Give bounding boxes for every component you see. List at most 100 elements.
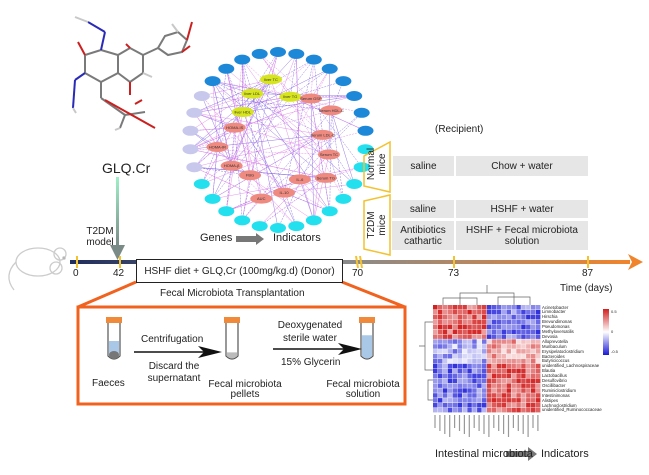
heatmap-cell bbox=[535, 329, 541, 334]
heatmap-cell bbox=[511, 305, 516, 310]
heatmap-cell bbox=[482, 329, 487, 334]
heatmap-cell bbox=[506, 393, 511, 398]
heatmap-cell bbox=[452, 368, 458, 374]
heatmap-cell bbox=[447, 309, 453, 315]
indicator-node-label: HOMA-IR bbox=[209, 144, 226, 149]
heatmap-cell bbox=[501, 363, 507, 369]
network-edge bbox=[231, 59, 314, 166]
heatmap-row-label: Muribaculum bbox=[542, 343, 567, 349]
heatmap-cell bbox=[501, 354, 507, 359]
heatmap-cell bbox=[482, 393, 487, 398]
indicator-node bbox=[273, 187, 296, 198]
gene-node bbox=[288, 48, 305, 59]
heatmap-cell bbox=[506, 403, 511, 408]
fmt-process-frame bbox=[76, 280, 407, 406]
heatmap-cell bbox=[516, 349, 521, 354]
heatmap-cell bbox=[521, 339, 526, 344]
indicator-node bbox=[260, 74, 283, 85]
network-edge bbox=[249, 175, 297, 227]
heatmap-cell bbox=[531, 373, 536, 379]
heatmap-cell bbox=[531, 314, 536, 320]
heatmap-cell bbox=[457, 388, 462, 393]
heatmap-cell bbox=[506, 354, 511, 359]
heatmap-cell bbox=[447, 373, 453, 379]
heatmap-cell bbox=[501, 358, 507, 364]
network-edge bbox=[212, 80, 243, 113]
heatmap-cell bbox=[482, 398, 487, 403]
heatmap-cell bbox=[501, 388, 507, 393]
heatmap-cell bbox=[467, 339, 472, 344]
indicator-node-label: IL-10 bbox=[279, 190, 289, 195]
normal-mice-bracket bbox=[363, 140, 391, 193]
heatmap-row-label: Pseudomonas bbox=[542, 324, 570, 330]
gene-node bbox=[193, 91, 210, 101]
heatmap-cell bbox=[501, 349, 507, 354]
heatmap-cell bbox=[437, 324, 443, 330]
heatmap-cell bbox=[501, 334, 507, 339]
heatmap-cell bbox=[526, 407, 531, 413]
indicator-node-label: Serum LDL-C bbox=[310, 132, 335, 137]
heatmap-cell bbox=[486, 305, 492, 310]
discard-supernatant-label: Discard the supernatant bbox=[147, 361, 201, 384]
network-edge bbox=[252, 93, 355, 185]
genes-caption: Genes bbox=[200, 232, 233, 244]
heatmap-cell bbox=[496, 368, 502, 374]
heatmap-cell bbox=[433, 383, 438, 388]
indicator-node-label: FBG bbox=[246, 173, 254, 178]
indicator-node-label: HOMA-IS bbox=[226, 125, 243, 130]
timeline-ticks bbox=[76, 255, 589, 269]
heatmap-cell bbox=[511, 373, 516, 379]
heatmap-cell bbox=[486, 383, 492, 388]
heatmap-row-label: Lactobacillus bbox=[542, 373, 567, 379]
indicator-node bbox=[220, 160, 243, 171]
heatmap-cell bbox=[462, 329, 467, 334]
network-edge bbox=[241, 59, 253, 94]
heatmap-cell bbox=[535, 393, 541, 398]
heatmap-cell bbox=[496, 354, 502, 359]
network-edge bbox=[242, 68, 330, 113]
indicator-node bbox=[250, 193, 273, 204]
heatmap-cell bbox=[442, 354, 448, 359]
heatmap-cell bbox=[511, 354, 516, 359]
arrow-head bbox=[110, 245, 125, 260]
heatmap-cell bbox=[526, 358, 531, 364]
heatmap-cell bbox=[506, 378, 511, 383]
solution-label: Fecal microbiota solution bbox=[326, 379, 400, 400]
t2dm-model-label: T2DM model bbox=[86, 226, 114, 248]
heatmap-row-label: unidentified_Lachnospiraceae bbox=[542, 363, 600, 369]
heatmap-cell bbox=[511, 398, 516, 403]
heatmap-cell bbox=[452, 363, 458, 369]
heatmap-cell bbox=[442, 329, 448, 334]
heatmap-cell bbox=[442, 363, 448, 369]
heatmap-cell bbox=[535, 334, 541, 339]
heatmap-cell bbox=[442, 398, 448, 403]
heatmap-cell bbox=[433, 339, 438, 344]
heatmap-cell bbox=[452, 349, 458, 354]
heatmap-cell bbox=[442, 407, 448, 413]
network-edge bbox=[212, 146, 218, 199]
heatmap-cell bbox=[477, 344, 482, 349]
gene-node bbox=[305, 54, 322, 65]
network-edge bbox=[290, 96, 344, 199]
heatmap-cell bbox=[491, 378, 497, 383]
heatmap-cell bbox=[472, 368, 477, 374]
gene-node bbox=[321, 63, 338, 74]
heatmap-cell bbox=[511, 363, 516, 369]
heatmap-cell bbox=[496, 334, 502, 339]
time-axis-label: Time (days) bbox=[560, 283, 613, 294]
gene-node bbox=[270, 223, 286, 233]
heatmap-cell bbox=[516, 378, 521, 383]
heatmap-row-label: Bacteroides bbox=[542, 353, 565, 359]
heatmap-cell bbox=[472, 314, 477, 320]
heatmap-cell bbox=[535, 305, 541, 310]
heatmap-cell bbox=[486, 329, 492, 334]
microbiota-indicators-caption: Indicators bbox=[541, 448, 589, 460]
timeline-axis bbox=[70, 260, 630, 264]
network-edge bbox=[283, 192, 330, 212]
heatmap-cell bbox=[462, 403, 467, 408]
genes-arrow-icon bbox=[236, 233, 264, 245]
network-edge bbox=[217, 68, 227, 148]
indicator-node-label: liver TC bbox=[264, 77, 278, 82]
heatmap-cell bbox=[501, 344, 507, 349]
heatmap-cell bbox=[452, 309, 458, 315]
